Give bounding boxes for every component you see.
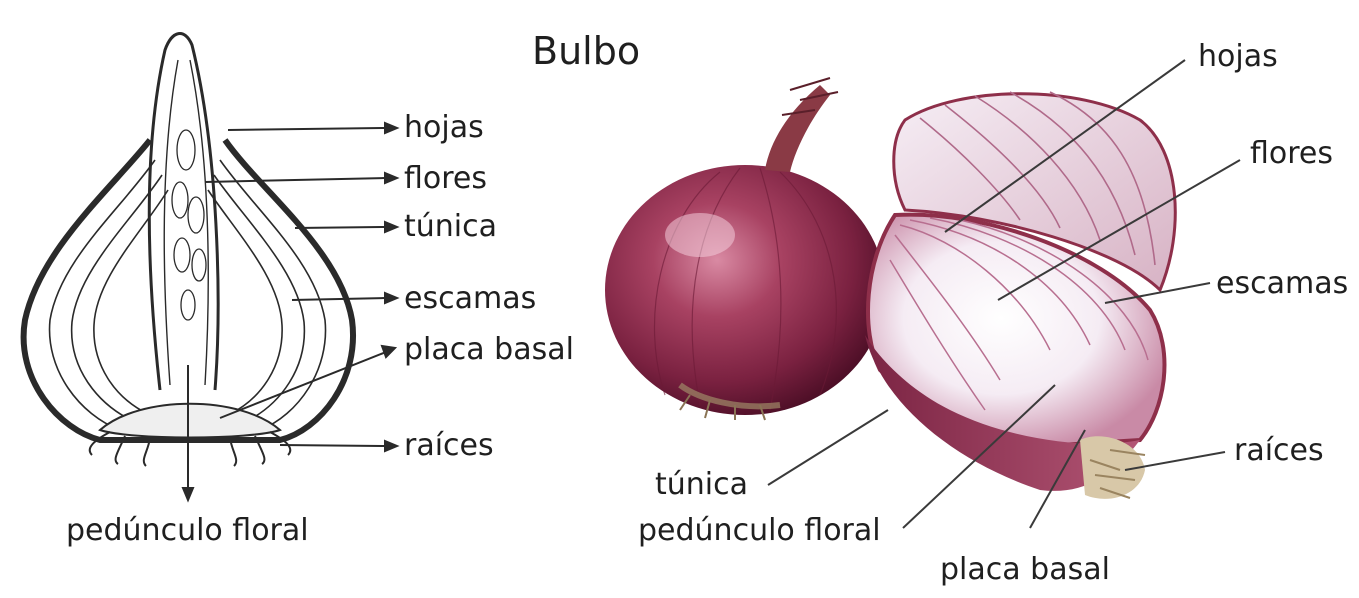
photo-label-tunica: túnica — [655, 467, 749, 502]
label-pedunculo-floral: pedúnculo floral — [66, 513, 309, 548]
photo-label-placa-basal: placa basal — [940, 552, 1110, 587]
cut-onion-half — [865, 212, 1167, 499]
label-tunica: túnica — [404, 209, 498, 244]
photo-label-pedunculo-floral: pedúnculo floral — [638, 513, 881, 548]
label-raices: raíces — [404, 428, 494, 463]
label-hojas: hojas — [404, 110, 484, 145]
basal-plate-outline — [98, 402, 282, 439]
whole-onion — [605, 77, 885, 421]
leaf-sheath-outline — [147, 32, 220, 391]
label-placa-basal: placa basal — [404, 332, 574, 367]
photo-label-raices: raíces — [1234, 433, 1324, 468]
flower-buds — [171, 129, 207, 321]
back-onion-half — [892, 91, 1177, 293]
photo-label-flores: flores — [1250, 136, 1334, 171]
photo-label-hojas: hojas — [1198, 39, 1278, 74]
label-escamas: escamas — [404, 281, 537, 316]
photo-leader-lines — [767, 59, 1241, 529]
diagram-title: Bulbo — [532, 29, 641, 73]
label-flores: flores — [404, 161, 488, 196]
photo-label-escamas: escamas — [1216, 266, 1349, 301]
roots-drawing — [88, 431, 292, 467]
outer-tunic-outline — [20, 138, 357, 443]
diagram-leader-arrows — [181, 121, 400, 503]
